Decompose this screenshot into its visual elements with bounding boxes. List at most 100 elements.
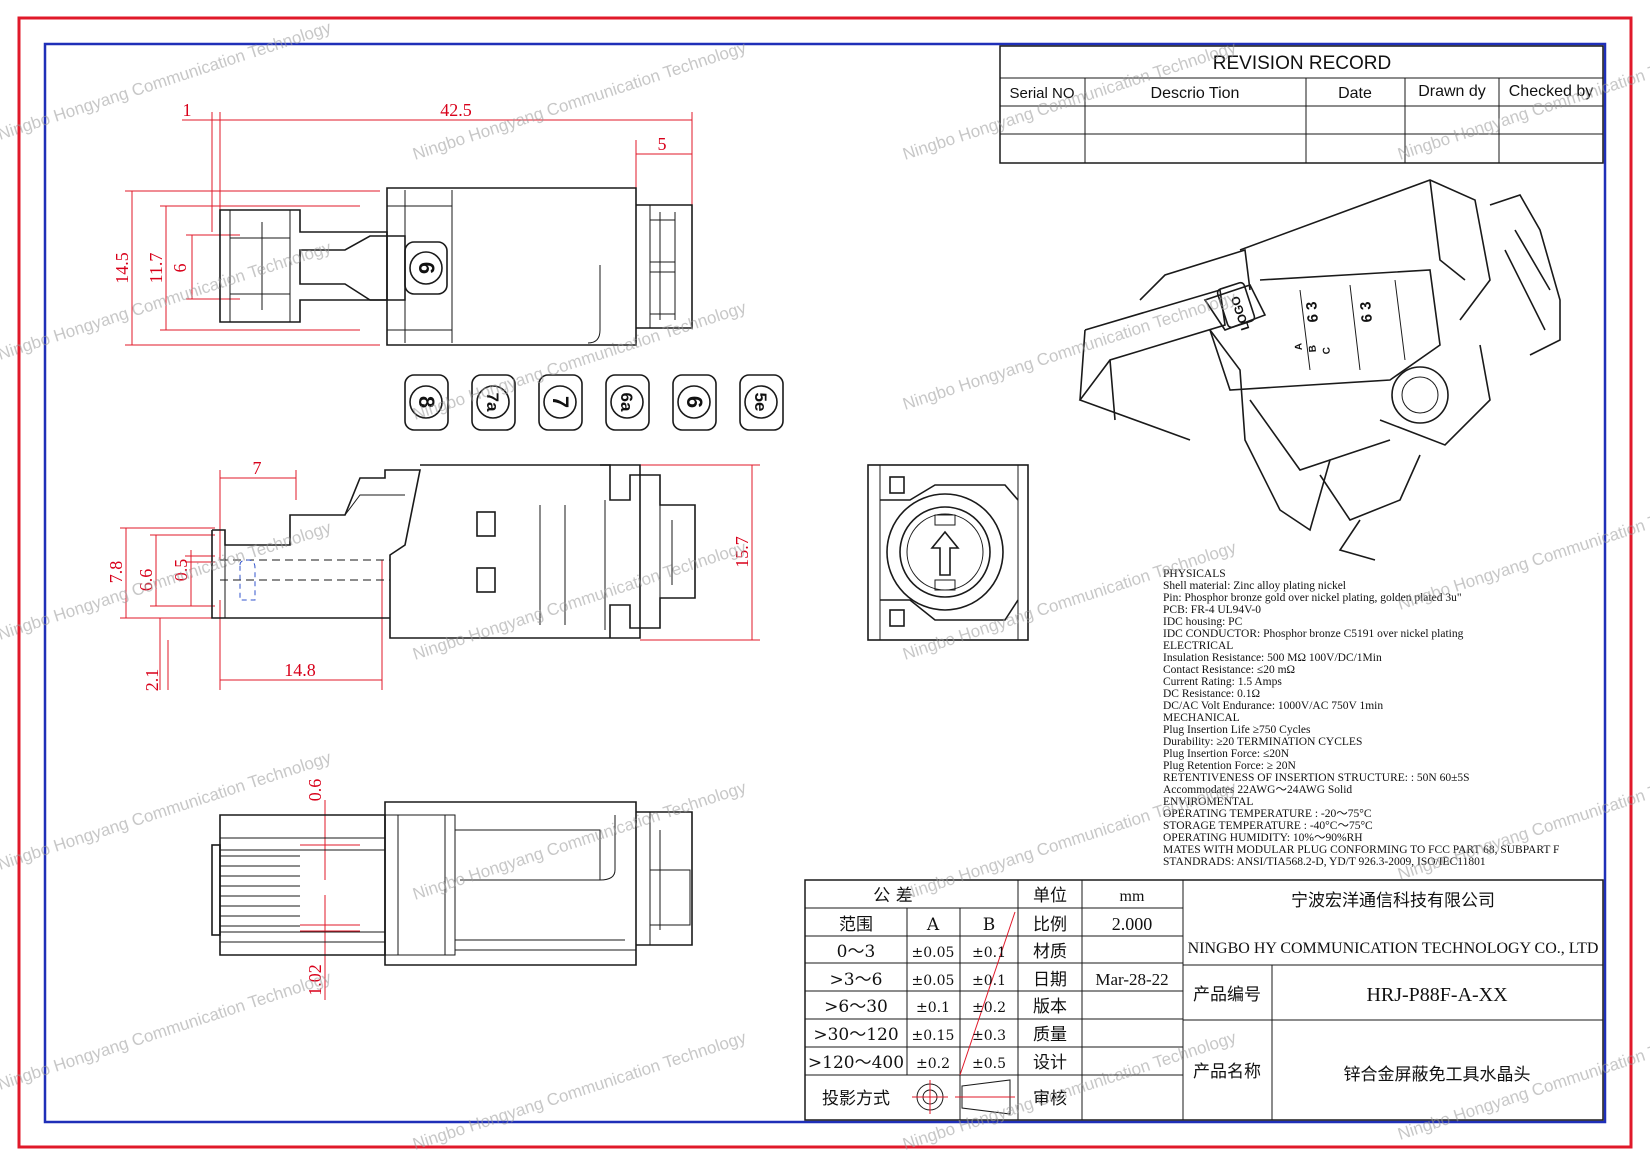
dim-1: 1 bbox=[183, 100, 192, 120]
tol-range-0: 0～3 bbox=[837, 942, 876, 962]
tol-b-0: ±0.1 bbox=[972, 945, 1006, 961]
dim-7: 7 bbox=[253, 458, 262, 478]
part-number-label: 产品编号 bbox=[1193, 985, 1261, 1005]
spec-line-7: Insulation Resistance: 500 MΩ 100V/DC/1M… bbox=[1163, 652, 1382, 664]
rev-header-serial: Serial NO bbox=[1009, 85, 1074, 102]
top-view-drawing: 1 42.5 5 14.5 11.7 6 6 bbox=[112, 100, 693, 346]
company-name-cn: 宁波宏洋通信科技有限公司 bbox=[1291, 891, 1495, 911]
watermark-text: Ningbo Hongyang Communication Technology bbox=[410, 778, 749, 904]
material-label: 材质 bbox=[1033, 942, 1067, 962]
spec-line-9: Current Rating: 1.5 Amps bbox=[1163, 676, 1282, 688]
spec-line-19: ENVIROMENTAL bbox=[1163, 796, 1253, 808]
iso-abc-c: C bbox=[1321, 347, 1333, 355]
spec-line-1: Shell material: Zinc alloy plating nicke… bbox=[1163, 580, 1346, 592]
spec-line-15: Plug Insertion Force: ≤20N bbox=[1163, 748, 1290, 760]
iso-code-2: 6 3 bbox=[1357, 301, 1376, 323]
spec-line-16: Plug Retention Force: ≥ 20N bbox=[1163, 760, 1296, 772]
dim-15-7: 15.7 bbox=[732, 536, 752, 568]
watermark-text: Ningbo Hongyang Communication Technology bbox=[410, 1028, 749, 1154]
spec-line-12: MECHANICAL bbox=[1163, 712, 1240, 724]
version-label: 版本 bbox=[1033, 997, 1067, 1017]
front-view-drawing bbox=[867, 464, 1029, 641]
spec-line-13: Plug Insertion Life ≥750 Cycles bbox=[1163, 724, 1311, 736]
scale-value: 2.000 bbox=[1112, 914, 1153, 934]
iso-code-1: 6 3 bbox=[1303, 301, 1322, 323]
tol-b-4: ±0.5 bbox=[972, 1056, 1006, 1072]
spec-line-10: DC Resistance: 0.1Ω bbox=[1163, 688, 1260, 700]
spec-line-18: Accommodates 22AWG～24AWG Solid bbox=[1163, 784, 1352, 796]
watermark-text: Ningbo Hongyang Communication Technology bbox=[0, 748, 334, 874]
date-label: 日期 bbox=[1033, 970, 1067, 990]
top-category-badge bbox=[404, 241, 448, 295]
date-value: Mar-28-22 bbox=[1095, 970, 1168, 989]
spec-line-5: IDC CONDUCTOR: Phosphor bronze C5191 ove… bbox=[1163, 628, 1464, 640]
rev-header-date: Date bbox=[1338, 85, 1372, 102]
dim-0-6: 0.6 bbox=[305, 779, 325, 802]
spec-line-11: DC/AC Volt Endurance: 1000V/AC 750V 1min bbox=[1163, 700, 1383, 712]
rev-header-drawn: Drawn dy bbox=[1418, 83, 1486, 100]
dim-14-8: 14.8 bbox=[284, 660, 316, 680]
bottom-view-drawing: 0.6 1.02 bbox=[211, 779, 693, 1000]
projection-symbol-icon bbox=[912, 1079, 1015, 1115]
spec-line-0: PHYSICALS bbox=[1163, 568, 1226, 580]
range-header: 范围 bbox=[839, 915, 873, 935]
rev-header-checked: Checked by bbox=[1509, 83, 1594, 100]
projection-label: 投影方式 bbox=[822, 1089, 890, 1109]
tol-b-2: ±0.2 bbox=[972, 1000, 1006, 1016]
svg-text:6a: 6a bbox=[617, 393, 636, 412]
spec-line-23: MATES WITH MODULAR PLUG CONFORMING TO FC… bbox=[1163, 844, 1559, 856]
side-view-drawing: 7 7.8 6.6 0.5 2.1 14.8 15.7 bbox=[106, 458, 760, 691]
spec-line-24: STANDRADS: ANSI/TIA568.2-D, YD/T 926.3-2… bbox=[1163, 856, 1486, 868]
badge-6a: 6a bbox=[605, 374, 650, 431]
revision-record-table: REVISION RECORD Serial NO Descrio Tion D… bbox=[999, 45, 1604, 164]
badge-7a: 7a bbox=[471, 374, 516, 431]
unit-value: mm bbox=[1120, 888, 1145, 905]
dim-7-8: 7.8 bbox=[106, 561, 126, 584]
revision-title: REVISION RECORD bbox=[1213, 53, 1391, 74]
spec-line-22: OPERATING HUMIDITY: 10%～90%RH bbox=[1163, 832, 1363, 844]
product-name-label: 产品名称 bbox=[1193, 1062, 1261, 1082]
spec-line-6: ELECTRICAL bbox=[1163, 640, 1233, 652]
spec-line-8: Contact Resistance: ≤20 mΩ bbox=[1163, 664, 1295, 676]
tolerance-a-header: A bbox=[926, 915, 940, 935]
tolerance-header: 公 差 bbox=[873, 886, 912, 906]
watermark-text: Ningbo Hongyang Communication Technology bbox=[0, 518, 334, 644]
specifications-block: PHYSICALS Shell material: Zinc alloy pla… bbox=[1163, 568, 1559, 868]
tol-range-1: >3～6 bbox=[830, 970, 883, 990]
tol-b-3: ±0.3 bbox=[972, 1028, 1006, 1044]
dim-14-5: 14.5 bbox=[112, 252, 132, 284]
watermark-text: Ningbo Hongyang Communication Technology bbox=[0, 968, 334, 1094]
badge-8: 8 bbox=[404, 374, 449, 431]
svg-text:7: 7 bbox=[548, 396, 573, 408]
inner-border bbox=[43, 42, 1607, 1124]
quality-label: 质量 bbox=[1033, 1025, 1067, 1045]
title-block: 公 差 范围 A B 0～3 ±0.05 ±0.1 >3～6 ±0.05 ±0.… bbox=[804, 879, 1604, 1121]
category-badges: 8 7a 7 6a 6 5e bbox=[404, 374, 784, 431]
watermark-text: Ningbo Hongyang Communication Technology bbox=[1395, 488, 1650, 614]
svg-text:7a: 7a bbox=[483, 393, 502, 412]
svg-text:5e: 5e bbox=[751, 393, 770, 412]
scale-label: 比例 bbox=[1033, 915, 1067, 935]
spec-line-20: OPERATING TEMPERATURE : -20～75°C bbox=[1163, 808, 1372, 820]
watermark-text: Ningbo Hongyang Communication Technology bbox=[900, 288, 1239, 414]
product-name-value: 锌合金屏蔽免工具水晶头 bbox=[1344, 1065, 1531, 1085]
unit-label: 单位 bbox=[1033, 886, 1067, 906]
watermark-text: Ningbo Hongyang Communication Technology bbox=[0, 18, 334, 144]
part-number-value: HRJ-P88F-A-XX bbox=[1366, 984, 1508, 1006]
spec-line-2: Pin: Phosphor bronze gold over nickel pl… bbox=[1163, 592, 1462, 604]
top-badge-text: 6 bbox=[414, 262, 439, 274]
watermark-text: Ningbo Hongyang Communication Technology bbox=[410, 538, 749, 664]
dim-5: 5 bbox=[658, 134, 667, 154]
tol-b-1: ±0.1 bbox=[972, 973, 1006, 989]
svg-text:8: 8 bbox=[414, 396, 439, 408]
tol-a-4: ±0.2 bbox=[916, 1056, 950, 1072]
iso-abc-a: A bbox=[1293, 343, 1305, 351]
spec-line-21: STORAGE TEMPERATURE : -40°C～75°C bbox=[1163, 820, 1373, 832]
tol-range-4: >120～400 bbox=[808, 1053, 904, 1073]
spec-line-3: PCB: FR-4 UL94V-0 bbox=[1163, 604, 1261, 616]
spec-line-14: Durability: ≥20 TERMINATION CYCLES bbox=[1163, 736, 1362, 748]
design-label: 设计 bbox=[1033, 1053, 1067, 1073]
dim-6-6: 6.6 bbox=[136, 569, 156, 592]
badge-5e: 5e bbox=[739, 374, 784, 431]
